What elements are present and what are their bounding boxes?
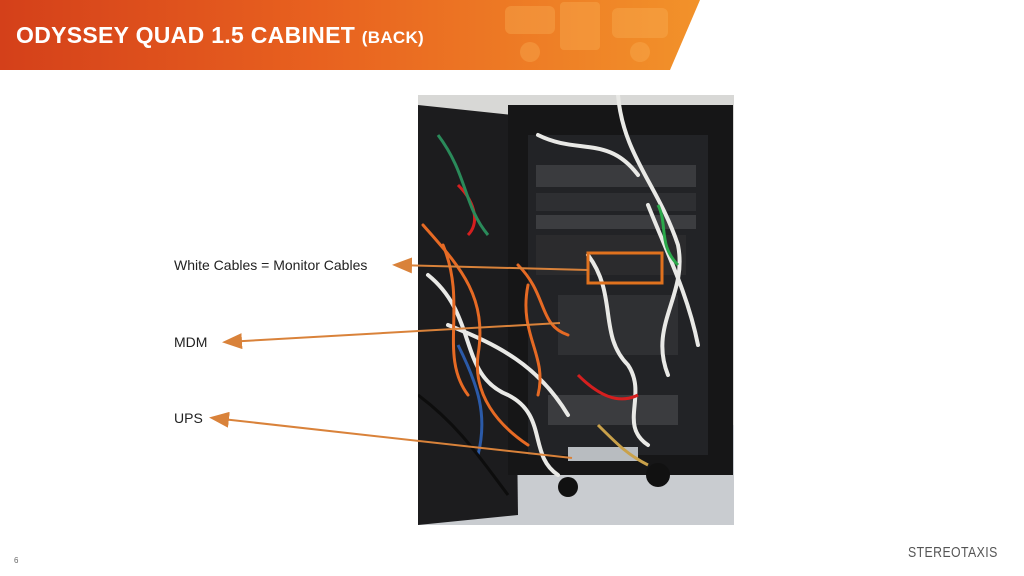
logo-text: STEREOTAXIS [908, 543, 998, 561]
page-number: 6 [14, 556, 19, 565]
arrow-ups [209, 411, 573, 459]
slide-title: ODYSSEY QUAD 1.5 CABINET (BACK) [16, 22, 424, 49]
label-white-cables: White Cables = Monitor Cables [174, 257, 368, 273]
label-ups: UPS [174, 410, 203, 426]
label-mdm: MDM [174, 334, 208, 350]
arrow-mdm [222, 322, 561, 350]
title-banner: ODYSSEY QUAD 1.5 CABINET (BACK) [0, 0, 1024, 70]
monitor-cables-highlight [586, 251, 664, 285]
slide-title-main: ODYSSEY QUAD 1.5 CABINET [16, 22, 356, 48]
slide-title-sub: (BACK) [361, 28, 425, 47]
cabinet-photo [418, 95, 734, 525]
stereotaxis-logo: STEREOTAXIS [906, 536, 1014, 568]
arrow-white-cables [392, 257, 589, 274]
